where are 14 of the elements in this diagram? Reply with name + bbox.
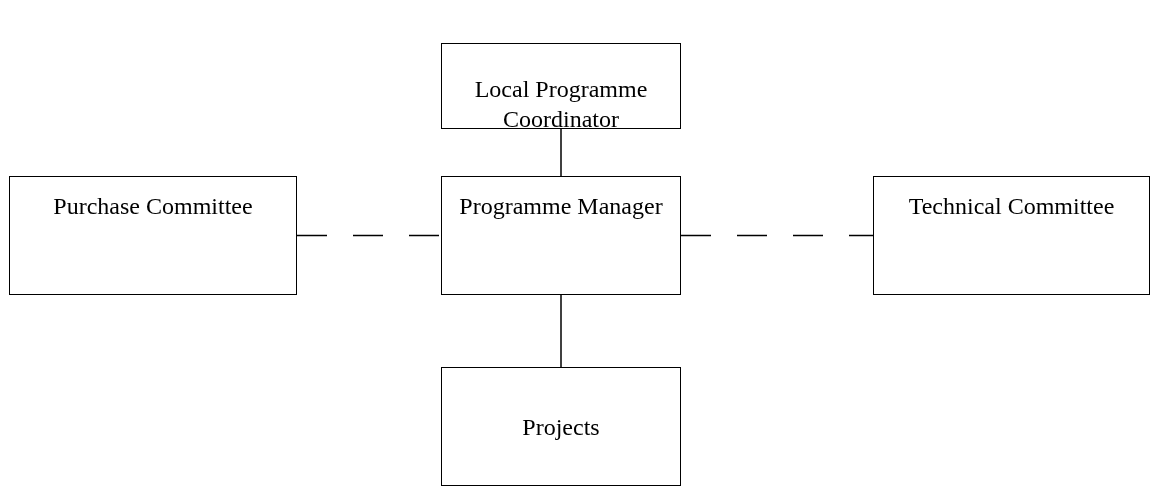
- connector-line: [296, 234, 442, 237]
- box-label: Programme Manager: [459, 192, 663, 221]
- org-box: [441, 43, 681, 129]
- org-box: [441, 367, 681, 486]
- connector-line: [560, 294, 562, 368]
- org-box: [9, 176, 297, 295]
- box-label: Purchase Committee: [53, 192, 253, 221]
- box-label: Projects: [522, 412, 600, 442]
- box-label: Local Programme Coordinator: [473, 75, 649, 134]
- box-label: Technical Committee: [908, 192, 1115, 221]
- connector-line: [680, 234, 874, 237]
- org-box: [441, 176, 681, 295]
- org-box: [873, 176, 1150, 295]
- connector-line: [560, 128, 562, 177]
